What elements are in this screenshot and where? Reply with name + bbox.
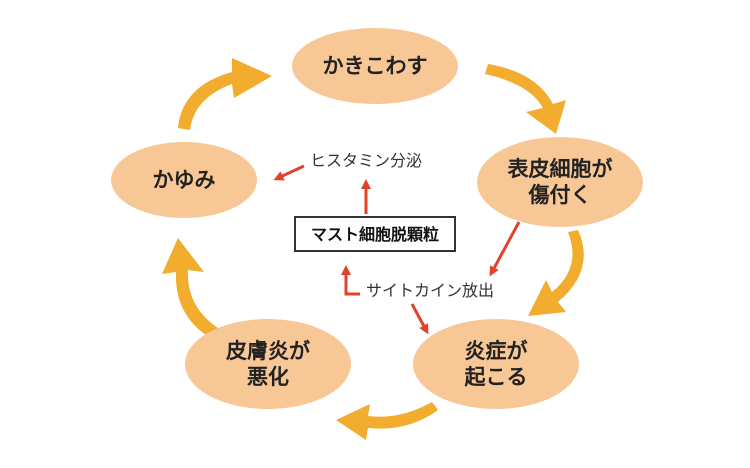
cycle-node-epidermis-damage-label-1: 傷付く xyxy=(528,183,592,207)
cycle-arrow-itch-to-scratch xyxy=(178,58,272,130)
cycle-node-inflammation-label-0: 炎症が xyxy=(465,339,528,363)
cycle-arrow-epidermis-to-inflammation xyxy=(528,230,584,316)
cycle-node-scratch-label-0: かきこわす xyxy=(323,54,428,78)
cycle-node-inflammation-shape xyxy=(413,319,579,409)
cycle-node-itch: かゆみ xyxy=(111,142,257,218)
cycle-node-dermatitis-worsens-label-1: 悪化 xyxy=(247,365,289,389)
cycle-node-epidermis-damage-shape xyxy=(477,137,643,227)
cycle-node-inflammation-label-1: 起こる xyxy=(464,365,528,389)
mast-cell-label: マスト細胞脱顆粒 xyxy=(311,225,439,244)
cycle-node-scratch-shape xyxy=(292,28,458,104)
red-arrow-cytokine-to-inflammation xyxy=(410,303,429,335)
mast-cell-box xyxy=(294,216,456,252)
red-arrow-epidermis-to-cytokine xyxy=(489,221,521,277)
cycle-node-itch-shape xyxy=(111,142,257,218)
cycle-node-itch-label-0: かゆみ xyxy=(153,168,216,192)
red-arrow-histamine-to-itch xyxy=(273,164,305,181)
cycle-arrow-inflammation-to-dermatitis xyxy=(336,402,438,440)
cycle-arrow-dermatitis-to-itch xyxy=(162,238,228,344)
cycle-node-epidermis-damage-label-0: 表皮細胞が xyxy=(508,157,613,181)
cytokine-label: サイトカイン放出 xyxy=(366,281,494,300)
histamine-label: ヒスタミン分泌 xyxy=(310,151,422,170)
red-arrow-cytokine-to-box xyxy=(341,265,360,296)
cycle-node-dermatitis-worsens-shape xyxy=(185,319,351,409)
cycle-arrow-scratch-to-epidermis xyxy=(485,64,566,134)
cycle-node-dermatitis-worsens-label-0: 皮膚炎が xyxy=(226,339,310,363)
cycle-node-scratch: かきこわす xyxy=(292,28,458,104)
cycle-arrows xyxy=(162,58,584,440)
